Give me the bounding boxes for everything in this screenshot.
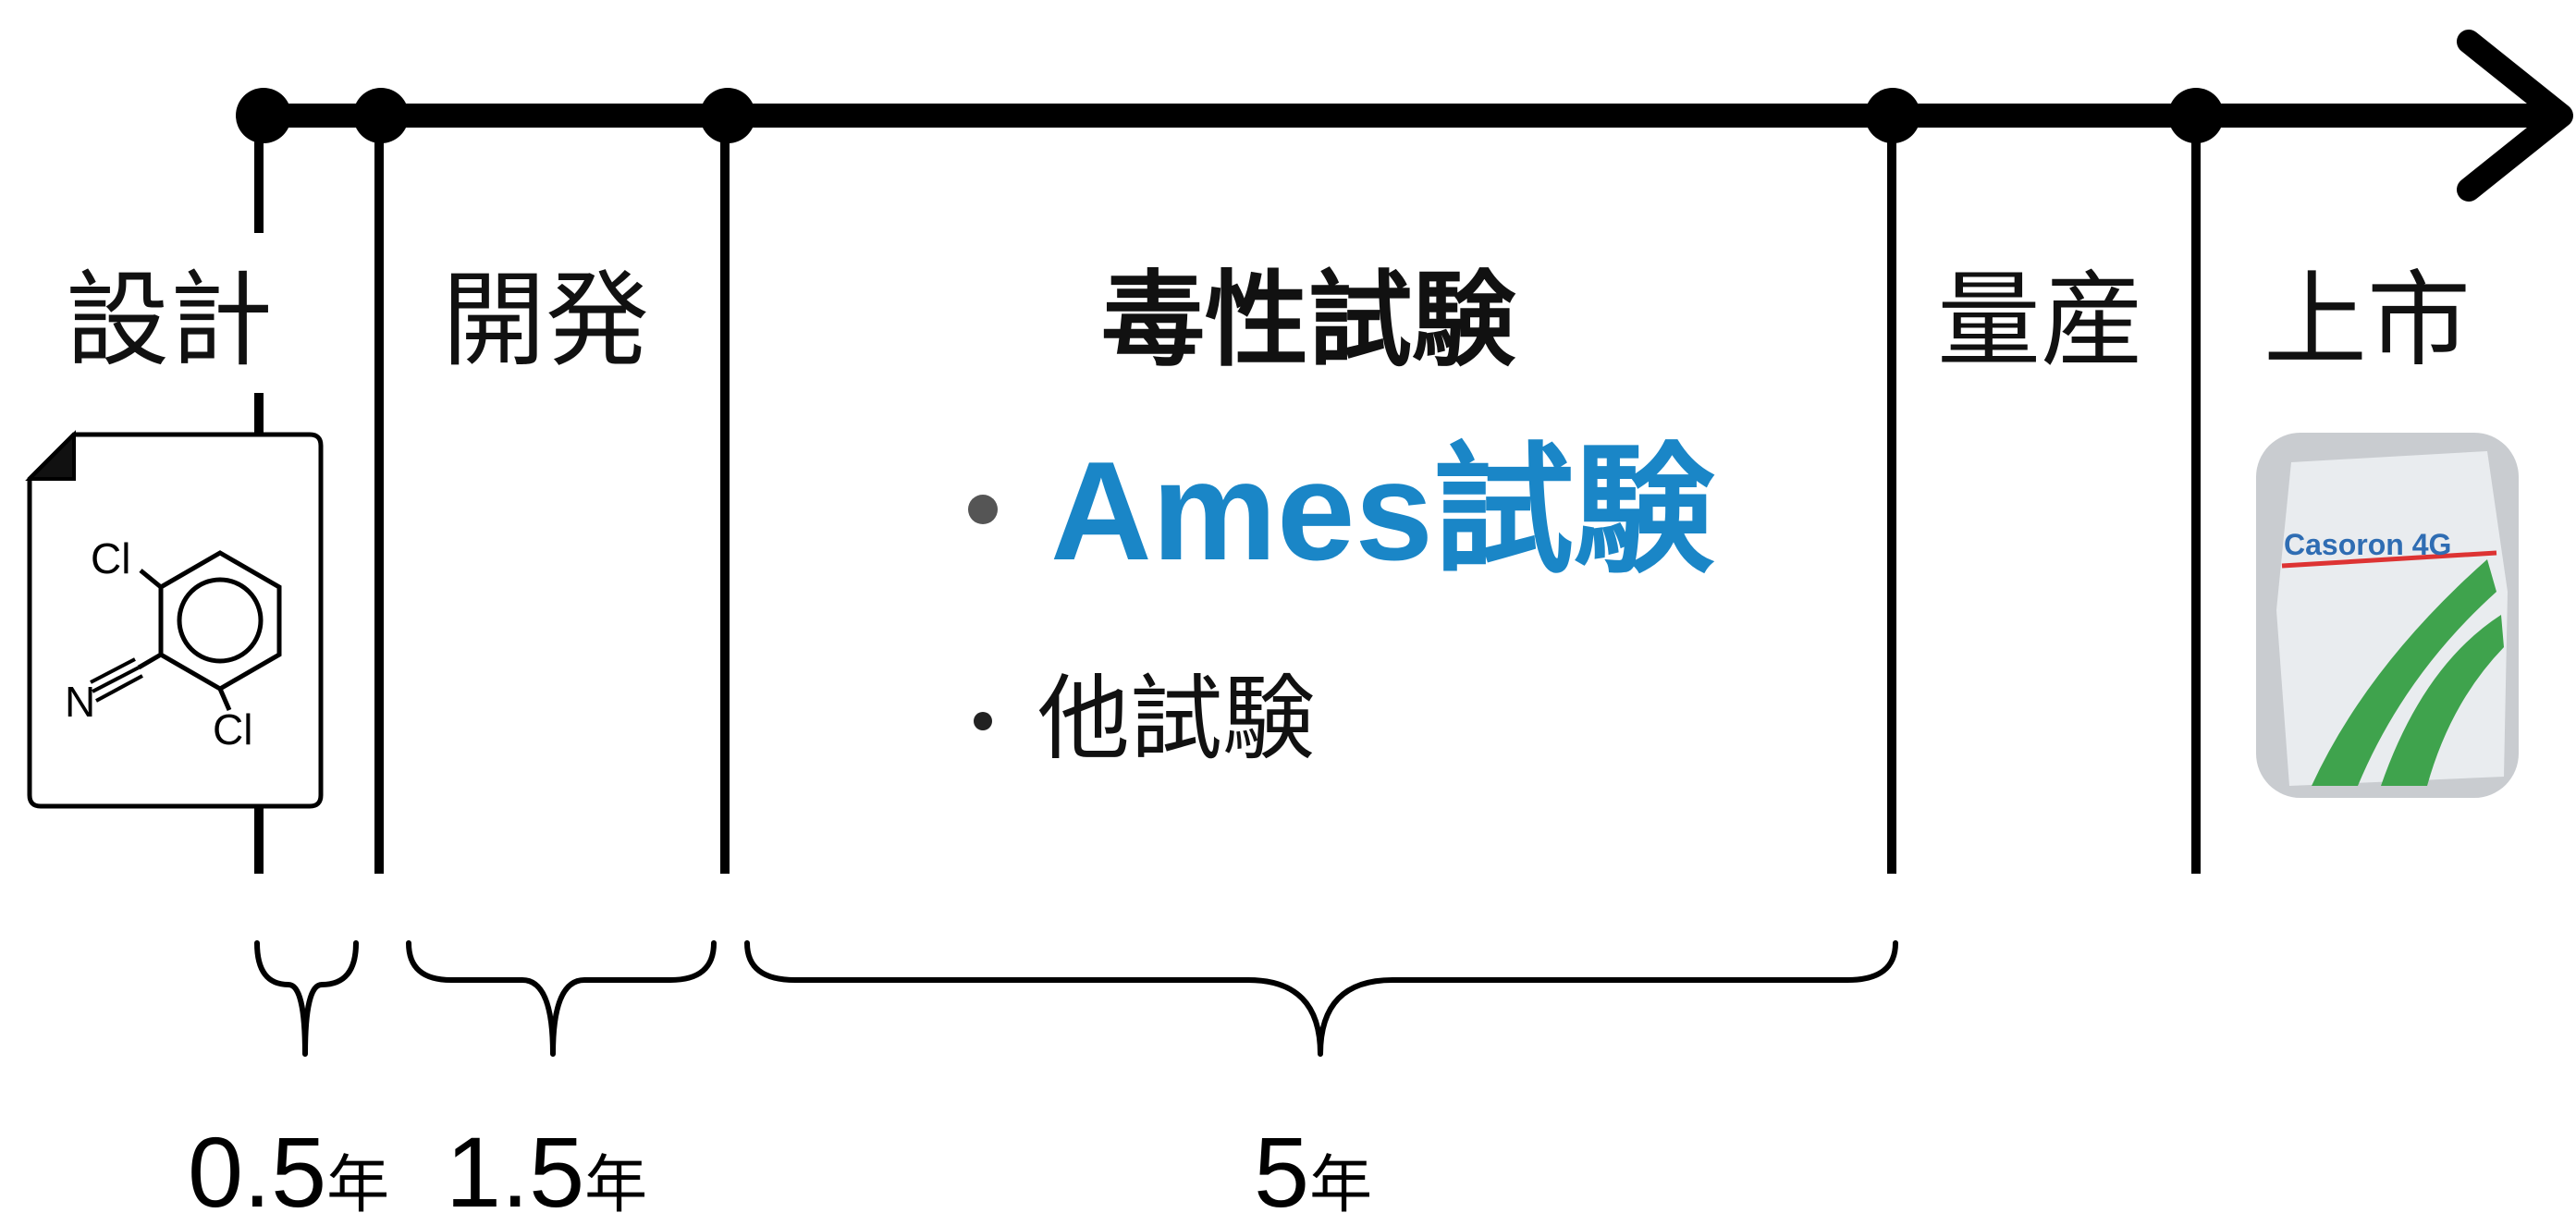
phase-label-toxicity: 毒性試験 — [1101, 261, 1516, 381]
document-corner-fold — [25, 430, 76, 481]
bond-cyano — [137, 652, 163, 670]
atom-cl-bottom: Cl — [213, 705, 252, 754]
duration-design-number: 0.5 — [188, 1116, 326, 1213]
bag-body — [2276, 451, 2508, 786]
duration-toxicity-unit: 年 — [1309, 1149, 1372, 1213]
duration-design: 0.5年 — [188, 1116, 389, 1213]
duration-braces — [254, 940, 1898, 1057]
duration-development-unit: 年 — [584, 1149, 647, 1213]
duration-toxicity-number: 5 — [1254, 1116, 1309, 1213]
test-item-other: 他試験 — [1037, 665, 1315, 773]
timeline-arrowhead — [2457, 30, 2573, 202]
bullet-other — [974, 712, 992, 730]
molecule-document-icon: Cl Cl N — [25, 430, 324, 809]
phase-label-design: 設計 — [66, 261, 273, 381]
bag-stripe-1 — [2312, 559, 2496, 786]
bond-cl-top — [139, 569, 163, 589]
duration-toxicity: 5年 — [1254, 1116, 1372, 1213]
atom-cl-top: Cl — [91, 534, 130, 582]
product-brand-name: Casoron 4G — [2284, 528, 2451, 561]
phase-label-development: 開発 — [442, 261, 649, 381]
bag-stripe-2 — [2381, 615, 2504, 786]
brace-toxicity — [744, 940, 1898, 1057]
bag-red-stripe — [2281, 550, 2497, 569]
test-item-ames: Ames試験 — [1050, 433, 1715, 590]
phase-label-production: 量産 — [1937, 261, 2144, 381]
atom-nitrogen: N — [65, 678, 95, 726]
phase-dividers — [254, 116, 2201, 874]
duration-design-unit: 年 — [326, 1149, 389, 1213]
triple-bond — [90, 657, 143, 703]
duration-development-number: 1.5 — [446, 1116, 584, 1213]
product-bag-image: Casoron 4G — [2256, 433, 2519, 798]
brace-design — [254, 940, 359, 1057]
bullet-ames — [968, 495, 998, 524]
timeline-axis — [236, 30, 2573, 202]
toxicity-test-list: Ames試験 他試験 — [968, 433, 1715, 773]
duration-development: 1.5年 — [446, 1116, 647, 1213]
phase-label-launch: 上市 — [2263, 261, 2471, 381]
bond-cl-bottom — [217, 688, 232, 711]
document-outline — [27, 432, 324, 809]
brace-development — [406, 940, 717, 1057]
